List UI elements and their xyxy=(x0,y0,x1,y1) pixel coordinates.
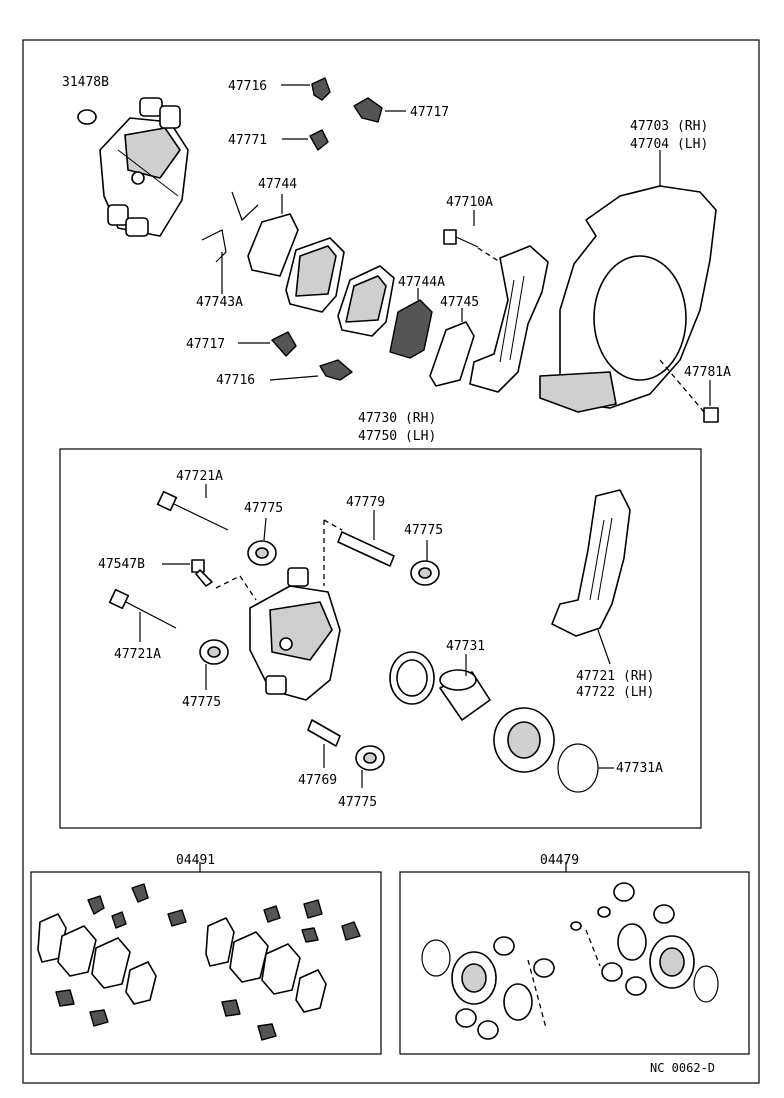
label-47750-lh: 47750 (LH) xyxy=(358,429,436,444)
bushing-47775-b xyxy=(410,540,440,586)
label-47731: 47731 xyxy=(446,639,485,654)
label-47771: 47771 xyxy=(228,133,267,148)
label-31478b: 31478B xyxy=(62,75,109,90)
label-47743a: 47743A xyxy=(196,295,243,310)
label-47721a-bottom: 47721A xyxy=(114,647,161,662)
drawing-code: NC 0062-D xyxy=(650,1061,715,1075)
caliper-body-assembly xyxy=(249,567,341,701)
caliper-body-top xyxy=(99,97,189,237)
pad-shim-47744 xyxy=(247,194,299,277)
label-47722-lh: 47722 (LH) xyxy=(576,685,654,700)
piston-47731 xyxy=(439,654,491,721)
brake-pad-inner xyxy=(337,265,395,337)
label-47744a: 47744A xyxy=(398,275,445,290)
clip-47771 xyxy=(282,129,329,151)
brake-pad-outer xyxy=(285,237,345,313)
pin-47779 xyxy=(337,510,395,567)
set-ring-47731a xyxy=(557,743,614,793)
part-labels: 31478B 47716 47717 47771 47703 (RH) 4770… xyxy=(62,75,731,1075)
label-47547b: 47547B xyxy=(98,557,145,572)
label-47775-d: 47775 xyxy=(338,795,377,810)
label-47717-top: 47717 xyxy=(410,105,449,120)
anti-squeal-shim-47744a xyxy=(389,288,433,359)
label-47775-b: 47775 xyxy=(404,523,443,538)
clip-47716-top xyxy=(281,77,331,101)
piston-boot xyxy=(493,707,555,773)
label-47775-c: 47775 xyxy=(182,695,221,710)
label-47779: 47779 xyxy=(346,495,385,510)
clip-47717-top xyxy=(353,97,406,123)
bolt-47781a xyxy=(703,380,719,423)
label-47775-a: 47775 xyxy=(244,501,283,516)
label-04491: 04491 xyxy=(176,853,215,868)
label-47716-top: 47716 xyxy=(228,79,267,94)
caliper-mounting-assembly xyxy=(551,489,631,665)
bolt-47710a xyxy=(443,210,501,263)
caliper-assembly-box xyxy=(59,448,702,829)
bolt-47721a-bottom xyxy=(108,588,177,642)
label-47717-bottom: 47717 xyxy=(186,337,225,352)
cylinder-kit-box xyxy=(399,871,750,1055)
label-47710a: 47710A xyxy=(446,195,493,210)
label-47769: 47769 xyxy=(298,773,337,788)
label-47781a: 47781A xyxy=(684,365,731,380)
cylinder-kit-parts xyxy=(421,862,719,1040)
label-47721a-top: 47721A xyxy=(176,469,223,484)
label-47716-bottom: 47716 xyxy=(216,373,255,388)
shim-47745 xyxy=(429,308,475,387)
label-47721-rh: 47721 (RH) xyxy=(576,669,654,684)
plug-31478b xyxy=(77,109,97,125)
bushing-47775-c xyxy=(199,639,229,690)
pin-47769 xyxy=(307,719,341,768)
dust-cover-47703 xyxy=(539,150,717,413)
label-04479: 04479 xyxy=(540,853,579,868)
label-47745: 47745 xyxy=(440,295,479,310)
caliper-mounting-top xyxy=(469,245,549,393)
bushing-47775-d xyxy=(355,745,385,788)
label-47744: 47744 xyxy=(258,177,297,192)
clip-47717-bottom xyxy=(238,331,297,357)
outer-frame xyxy=(22,39,760,1084)
bleeder-47547b xyxy=(162,559,257,601)
pad-kit-parts xyxy=(37,862,361,1041)
label-47730-rh: 47730 (RH) xyxy=(358,411,436,426)
pad-kit-box xyxy=(30,871,382,1055)
label-47731a: 47731A xyxy=(616,761,663,776)
bushing-47775-a xyxy=(247,517,277,566)
bolt-47721a-top xyxy=(156,484,229,531)
dashed-leader-pin xyxy=(323,519,343,586)
seal-ring xyxy=(389,651,435,705)
label-47703-rh: 47703 (RH) xyxy=(630,119,708,134)
label-47704-lh: 47704 (LH) xyxy=(630,137,708,152)
clip-47716-bottom xyxy=(269,359,353,381)
spring-47743a xyxy=(201,191,259,294)
